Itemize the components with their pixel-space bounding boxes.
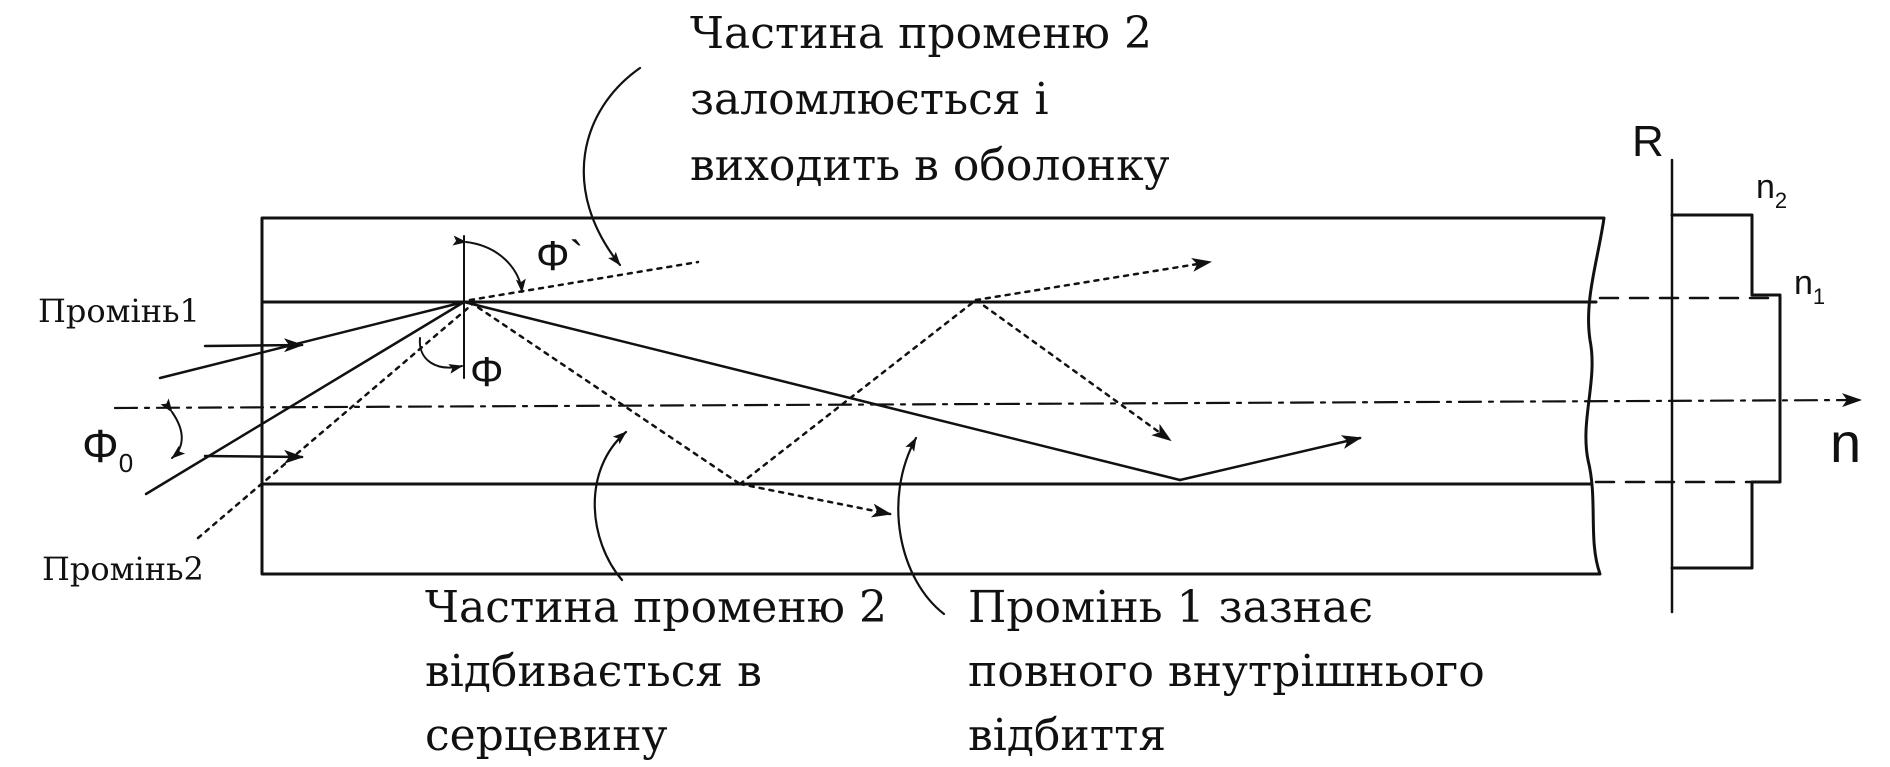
ray2-refracted bbox=[468, 260, 700, 302]
axis-R-label: R bbox=[1632, 117, 1664, 166]
annotation-bottom-right-line-3: відбиття bbox=[968, 710, 1166, 761]
pointer-top bbox=[582, 66, 642, 267]
ray2-refract-top bbox=[974, 257, 1212, 302]
ray1-label: Промінь1 bbox=[38, 292, 200, 330]
angle-phi-arc bbox=[418, 337, 463, 374]
n2-label: n2 bbox=[1756, 168, 1787, 213]
ray1-entry-arrow bbox=[203, 338, 304, 353]
annotation-bottom-left-line-1: Частина променю 2 bbox=[425, 582, 887, 633]
ray2-zigzag-down bbox=[974, 298, 1172, 442]
phi0-label: Φ0 bbox=[82, 420, 133, 478]
angle-phi-prime-arc bbox=[452, 235, 526, 293]
phi0-symbol: Φ bbox=[82, 420, 119, 472]
pointer-bottom-left bbox=[593, 430, 628, 582]
n1-subscript: 1 bbox=[1813, 284, 1825, 309]
optical-axis bbox=[113, 393, 1862, 410]
annotation-top-line-2: заломлюється і bbox=[690, 74, 1049, 125]
annotation-bottom-right: Промінь 1 зазнає повного внутрішнього ві… bbox=[968, 582, 1499, 761]
index-profile-step bbox=[1670, 213, 1782, 570]
annotation-bottom-left-line-2: відбивається в bbox=[425, 646, 762, 697]
cladding-outline bbox=[260, 216, 1606, 576]
annotation-bottom-left: Частина променю 2 відбивається в серцеви… bbox=[425, 582, 901, 761]
angle-phi0-arc bbox=[160, 398, 186, 459]
n2-subscript: 2 bbox=[1775, 188, 1787, 213]
annotation-bottom-right-line-1: Промінь 1 зазнає bbox=[968, 582, 1373, 633]
ray2-zigzag-upper-return bbox=[468, 300, 742, 486]
ray2-entry-arrow bbox=[203, 449, 304, 464]
pointer-bottom-right bbox=[897, 436, 946, 616]
annotation-top-line-3: виходить в оболонку bbox=[690, 140, 1170, 191]
annotation-top-line-1: Частина променю 2 bbox=[690, 8, 1152, 59]
ray1-reflected bbox=[1178, 435, 1362, 482]
phi-label: Φ bbox=[470, 348, 504, 395]
annotation-bottom-left-line-3: серцевину bbox=[425, 710, 668, 761]
phi0-subscript: 0 bbox=[119, 448, 133, 478]
ray2-incoming bbox=[196, 300, 477, 540]
ray1-in-core bbox=[462, 300, 1182, 482]
ray1-refraction-ray bbox=[144, 300, 466, 496]
ray1-incoming bbox=[158, 300, 466, 380]
axis-n-label: n bbox=[1830, 411, 1861, 474]
n1-symbol: n bbox=[1794, 264, 1813, 302]
ray2-zigzag-lower-return bbox=[738, 298, 978, 486]
ray2-label: Промінь2 bbox=[42, 550, 204, 588]
phi-prime-label: Φ` bbox=[536, 232, 584, 279]
ray2-refract-bottom bbox=[738, 482, 892, 518]
n1-label: n1 bbox=[1794, 264, 1825, 309]
annotation-bottom-right-line-2: повного внутрішнього bbox=[968, 646, 1485, 697]
annotation-top: Частина променю 2 заломлюється і виходит… bbox=[690, 8, 1170, 191]
n2-symbol: n bbox=[1756, 168, 1775, 206]
